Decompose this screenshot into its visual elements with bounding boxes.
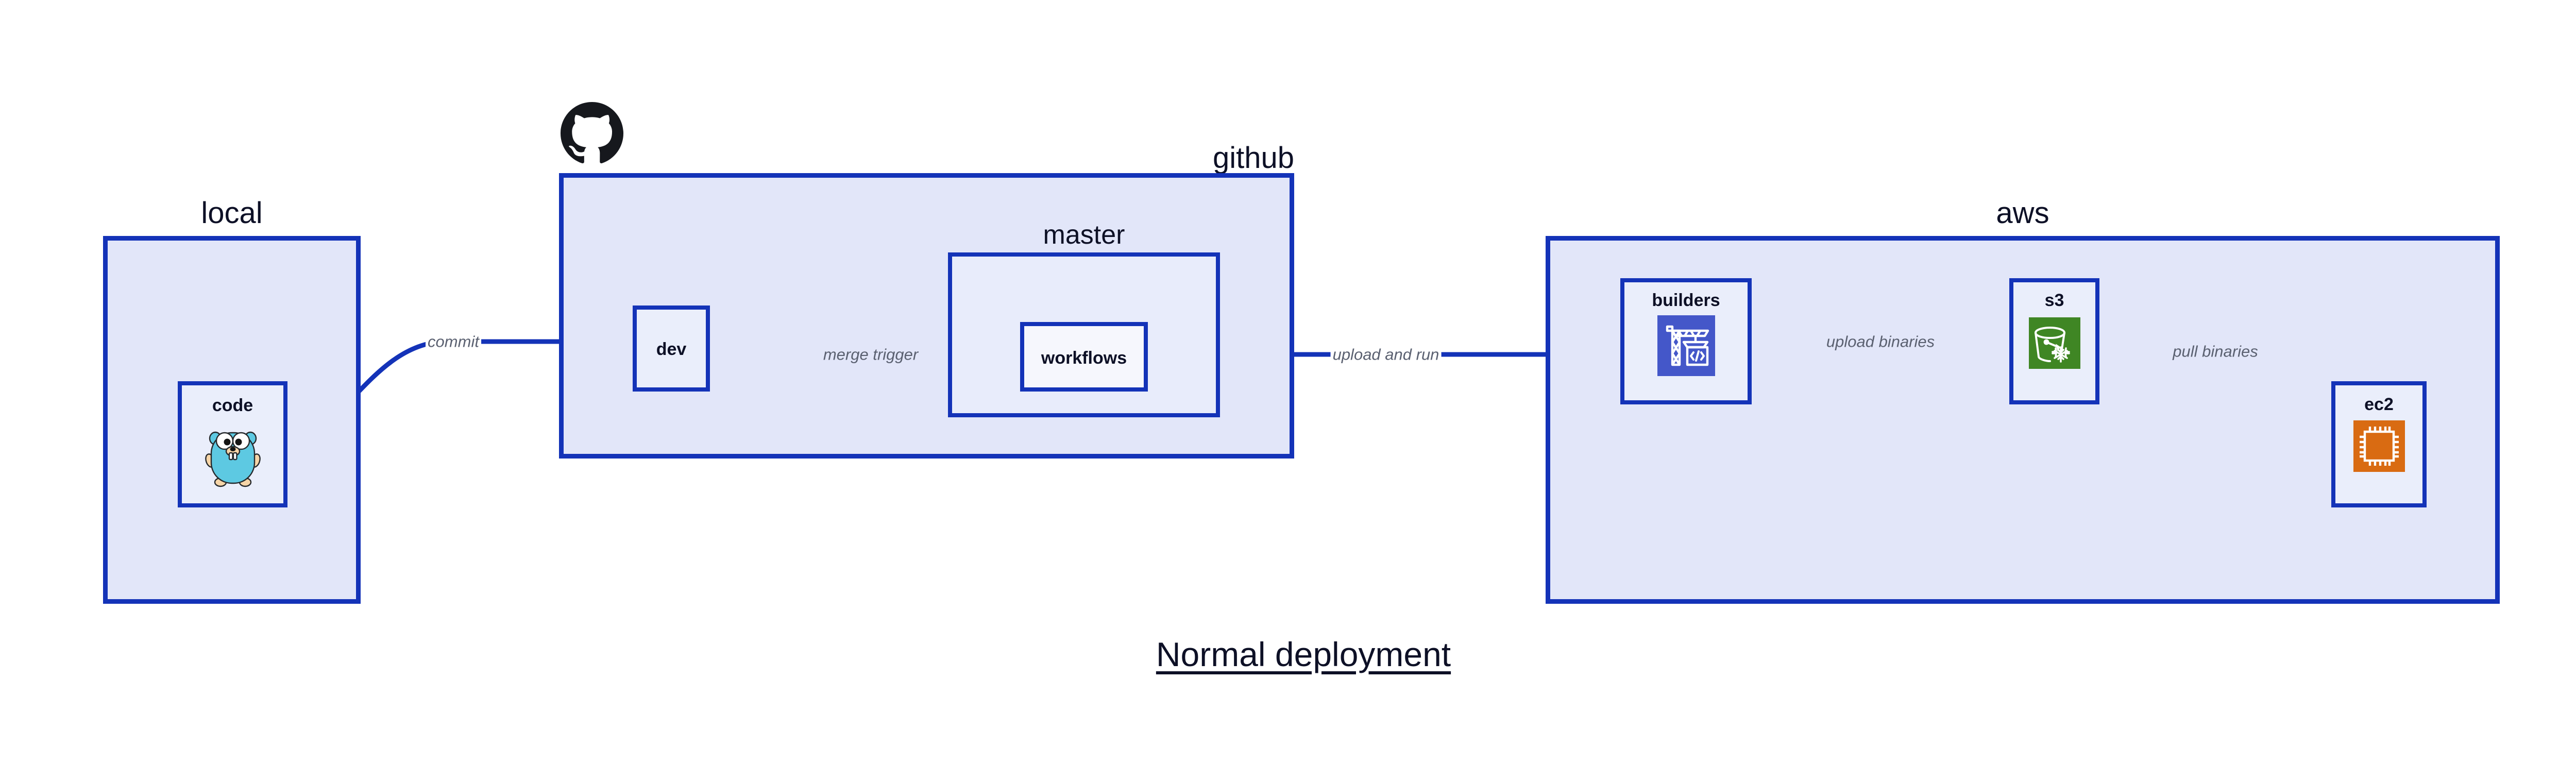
- edge-label-upload-binaries: upload binaries: [1824, 333, 1937, 350]
- node-label-code: code: [212, 396, 253, 415]
- zone-label-local: local: [201, 196, 263, 230]
- aws-ec2-icon: [2353, 420, 2405, 472]
- node-label-s3: s3: [2044, 291, 2064, 310]
- edge-label-commit: commit: [426, 333, 481, 350]
- edge-label-upload-and-run: upload and run: [1330, 346, 1442, 363]
- node-label-ec2: ec2: [2364, 395, 2394, 414]
- go-gopher-icon: [205, 431, 261, 487]
- aws-s3-glacier-icon: [2028, 317, 2080, 369]
- node-dev[interactable]: dev: [633, 305, 710, 392]
- node-s3[interactable]: s3: [2009, 278, 2099, 404]
- edge-label-pull-binaries: pull binaries: [2171, 343, 2260, 360]
- diagram-title: Normal deployment: [1156, 635, 1451, 673]
- subzone-label-master: master: [1043, 220, 1125, 250]
- node-label-workflows: workflows: [1041, 348, 1127, 368]
- zone-label-aws: aws: [1996, 196, 2049, 230]
- edge-label-merge-trigger: merge trigger: [821, 346, 921, 363]
- github-logo-icon: [561, 102, 623, 163]
- zone-label-github: github: [1212, 141, 1294, 175]
- node-label-dev: dev: [656, 339, 687, 359]
- node-label-builders: builders: [1652, 291, 1720, 310]
- aws-codebuild-icon: [1657, 315, 1715, 376]
- node-workflows[interactable]: workflows: [1020, 322, 1148, 392]
- node-code[interactable]: code: [178, 381, 287, 507]
- node-builders[interactable]: builders: [1620, 278, 1752, 404]
- node-ec2[interactable]: ec2: [2331, 381, 2427, 507]
